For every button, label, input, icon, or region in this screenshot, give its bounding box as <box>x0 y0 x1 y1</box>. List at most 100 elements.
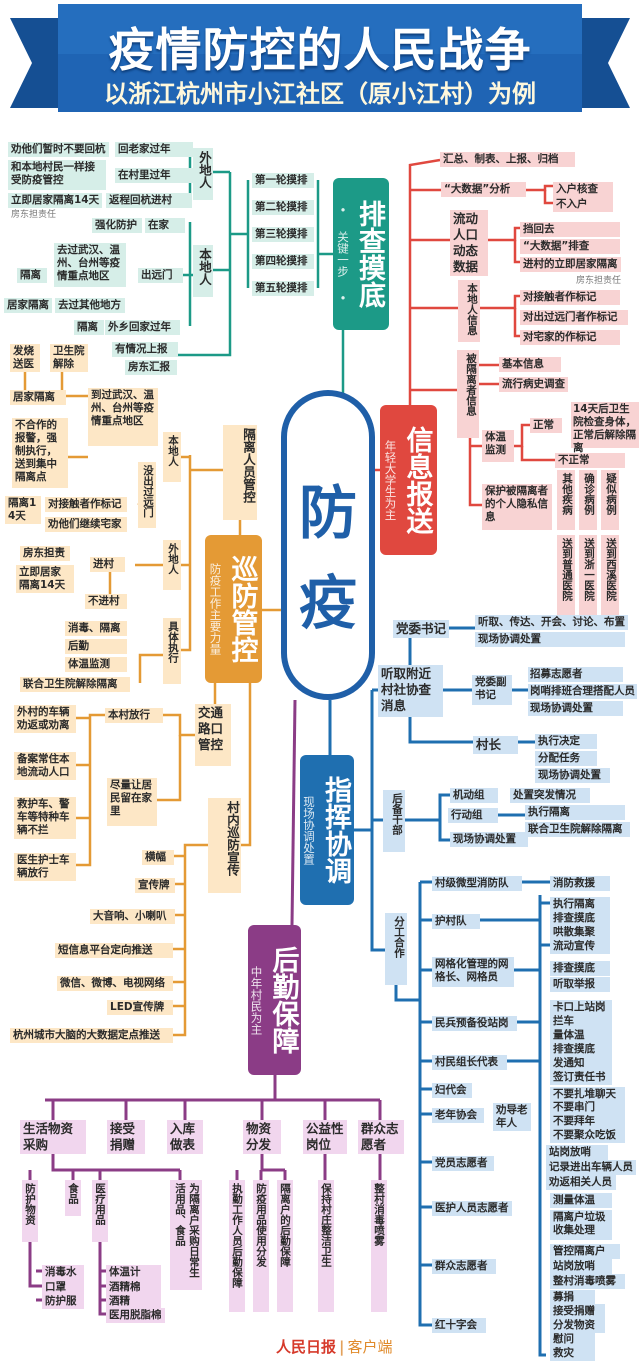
investigate-node: 房东汇报 <box>125 360 177 375</box>
patrol-node: 劝他们继续宅家 <box>45 517 127 532</box>
branch-note: 防疫工作主要力量 <box>208 563 223 655</box>
patrol-node: 后勤 <box>65 639 127 654</box>
patrol-node: 隔离人员管控 <box>223 425 257 520</box>
connector-line <box>260 1154 285 1172</box>
branch-note: 年轻大学生为主 <box>383 439 398 521</box>
command-node: 后备干部 <box>383 790 405 852</box>
logistics-node: 防护服 <box>42 1294 84 1309</box>
logistics-node: 入库做表 <box>167 1120 203 1154</box>
connector-line <box>408 158 441 405</box>
command-node: 整村消毒喷雾 <box>550 1274 625 1289</box>
command-node: 隔离户垃圾收集处理 <box>550 1210 612 1240</box>
report-node: “大数据”排查 <box>520 239 620 254</box>
report-node: 不入户 <box>553 197 613 212</box>
command-node: 哄散集聚 <box>550 925 610 940</box>
command-node: 卡口上站岗 <box>550 1000 612 1015</box>
command-node: 执行决定 <box>535 734 597 749</box>
logistics-node: 酒精 <box>106 1294 161 1309</box>
command-node: 分配任务 <box>535 751 597 766</box>
connector-line <box>514 423 530 448</box>
patrol-node: 外地人 <box>163 540 181 590</box>
command-node: 发通知 <box>550 1056 612 1071</box>
patrol-node: 本地人 <box>163 432 181 482</box>
investigate-node: 去过武汉、温州、台州等疫情重点地区 <box>54 243 126 287</box>
command-node: 救灾 <box>550 1346 595 1361</box>
command-node: 老年协会 <box>432 1108 484 1123</box>
report-node: 正常 <box>530 418 562 433</box>
logistics-node: 物资分发 <box>243 1120 281 1154</box>
connector-line <box>51 1154 180 1172</box>
report-node: 保护被隔离者的个人隐私信息 <box>482 484 552 530</box>
investigate-node: 出远门 <box>138 268 183 283</box>
command-node: 劝返相关人员 <box>546 1175 616 1190</box>
connector-line <box>468 438 482 507</box>
command-node: 站岗放哨 <box>546 1145 608 1160</box>
report-node: 体温监测 <box>482 430 514 462</box>
connector-line <box>290 699 297 926</box>
patrol-node: 杭州城市大脑的大数据定点推送 <box>10 1028 173 1043</box>
patrol-node: 交通路口管控 <box>195 704 231 766</box>
center-char-1: 防 <box>298 479 357 547</box>
command-node: 流动宣传 <box>550 939 610 954</box>
logistics-node: 隔离户的后勤保障 <box>277 1180 293 1312</box>
investigate-node: 和本地村民一样接受防疫管控 <box>8 160 106 190</box>
report-node: “大数据”分析 <box>441 182 526 197</box>
command-node: 量体温 <box>550 1028 612 1043</box>
report-node: 对宅家的作标记 <box>520 330 620 345</box>
command-node: 分工合作 <box>385 913 407 985</box>
patrol-node: 大音响、小喇叭 <box>90 909 175 924</box>
patrol-node: 立即居家隔离14天 <box>16 565 74 593</box>
patrol-node: 对接触者作标记 <box>45 497 127 512</box>
investigate-node: 隔离 <box>74 320 104 335</box>
investigate-node: 在村里过年 <box>115 168 193 183</box>
investigate-node: 居家隔离 <box>4 298 52 313</box>
command-node: 管控隔离户 <box>550 1244 620 1259</box>
logistics-node: 为隔离户采购日常生活用品、食品 <box>170 1180 202 1290</box>
branch-title: 后勤保障 <box>267 946 299 1054</box>
branch-title: 排查摸底 <box>354 200 385 308</box>
branch-title: 信息报送 <box>401 426 433 534</box>
command-node: 联合卫生院解除隔离 <box>525 822 630 837</box>
patrol-node: 宣传牌 <box>135 878 175 893</box>
patrol-node: 体温监测 <box>65 657 127 672</box>
command-node: 红十字会 <box>432 1318 486 1333</box>
command-node: 医护人员志愿者 <box>432 1201 512 1216</box>
page-title: 疫情防控的人民战争 <box>108 23 532 77</box>
connector-line <box>98 1242 106 1316</box>
report-node: 对接触者作标记 <box>520 290 620 305</box>
command-node: 分发物资 <box>550 1318 605 1333</box>
investigate-node: 本地人 <box>193 245 213 297</box>
patrol-node: 救护车、警车等特种车辆不拦 <box>14 797 76 839</box>
command-node: 慰问 <box>550 1332 595 1347</box>
connector-line <box>181 455 192 652</box>
patrol-node: 进村 <box>90 557 125 572</box>
report-node: 基本信息 <box>499 357 561 372</box>
investigate-node: 第二轮摸排 <box>252 200 314 215</box>
command-node: 听取举报 <box>550 977 610 992</box>
investigate-node: 立即居家隔离14天 <box>8 193 103 208</box>
connector-line <box>163 713 195 737</box>
report-node: 14天后卫生院检查身体，正常后解除隔离 <box>571 402 639 454</box>
report-node: 入户核查 <box>553 182 613 197</box>
logistics-node: 保持村庄整洁卫生 <box>318 1180 334 1312</box>
logistics-node: 接受捐赠 <box>107 1120 145 1154</box>
command-node: 现场协调处置 <box>535 768 610 783</box>
report-node: 本地人信息 <box>458 280 480 342</box>
connector-line <box>370 690 385 952</box>
report-node: 确诊病例 <box>579 470 597 530</box>
patrol-node: 发烧送医 <box>10 344 40 372</box>
command-node: 记录进出车辆人员 <box>546 1160 636 1175</box>
command-node: 执行隔离 <box>550 897 610 912</box>
logistics-node: 防护物资 <box>22 1180 38 1242</box>
report-node: 流动人口动态数据 <box>450 210 488 276</box>
connector-line <box>178 172 232 357</box>
patrol-node: 本村放行 <box>105 708 163 723</box>
branch-investigate: 排查摸底 • 关键一步 • <box>333 178 389 330</box>
command-node: 不要扎堆聊天 <box>550 1087 625 1102</box>
newspaper-logo: 人民日报 <box>276 1338 337 1356</box>
logistics-node: 医疗用品 <box>92 1180 108 1242</box>
logistics-node: 口罩 <box>42 1280 84 1295</box>
logistics-node: 生活物资采购 <box>20 1120 86 1154</box>
connector-line <box>76 713 105 867</box>
